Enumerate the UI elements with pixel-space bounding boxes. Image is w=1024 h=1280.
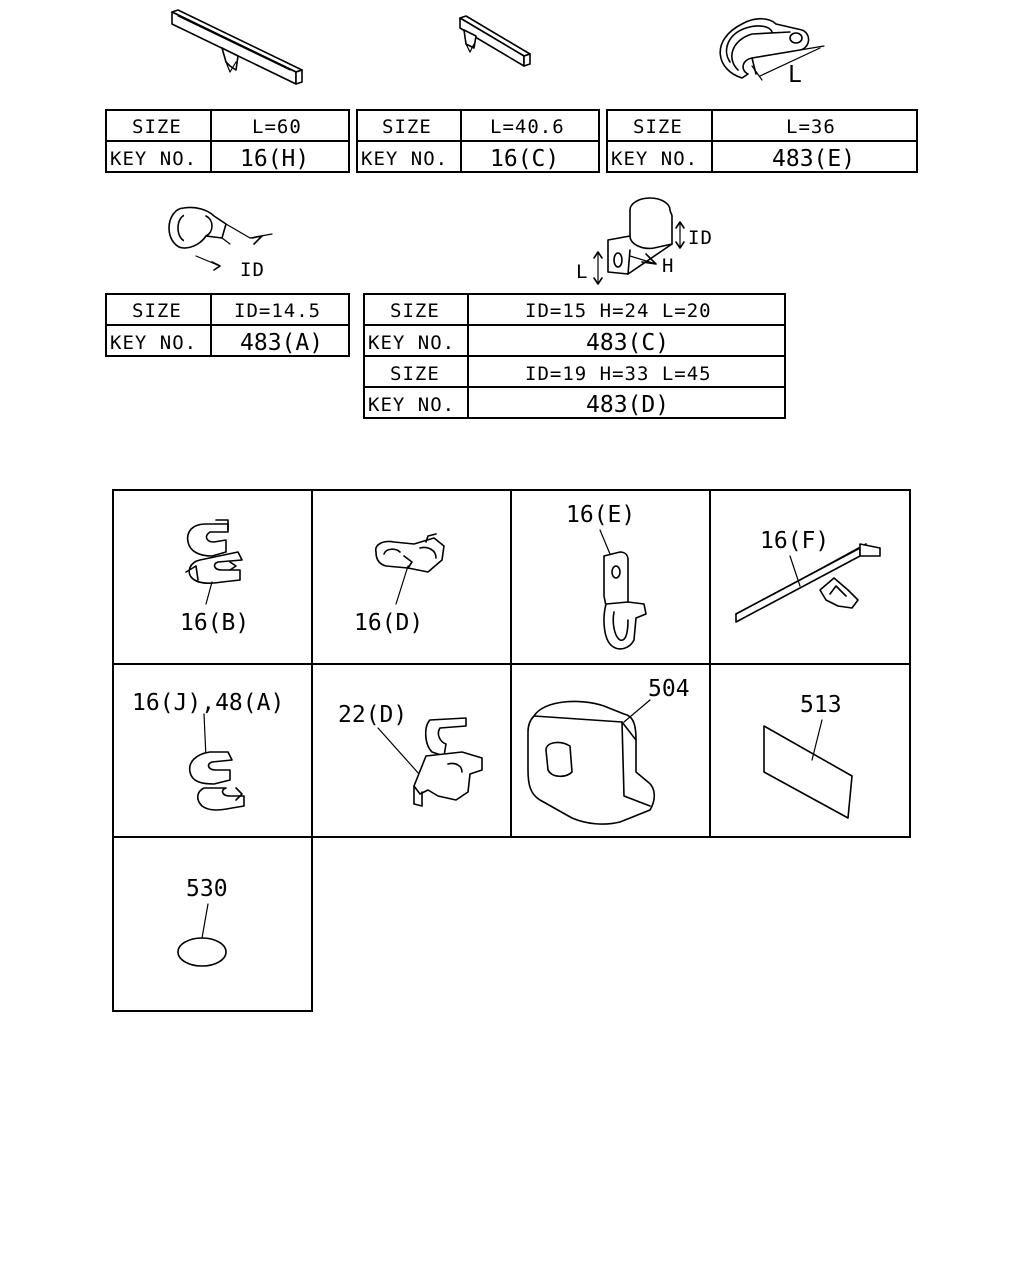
parts-grid — [112, 489, 911, 1012]
table-483cd-key-label-2: KEY NO. — [368, 394, 455, 416]
strap-clip-16c-drawing — [459, 15, 531, 67]
table-16c-key-label: KEY NO. — [361, 148, 448, 170]
clip-16d-drawing — [374, 533, 445, 605]
label-16b: 16(B) — [180, 610, 249, 636]
dim-l-label-483cd: L — [576, 261, 588, 283]
table-483a-key-value: 483(A) — [240, 330, 323, 356]
clamp-483cd-drawing — [593, 197, 685, 285]
table-16h-key-value: 16(H) — [240, 146, 309, 172]
size-table-483cd — [363, 293, 786, 419]
table-483a-size-value: ID=14.5 — [234, 300, 321, 322]
size-table-16c — [356, 109, 600, 173]
folded-clip-483e-drawing — [719, 17, 825, 81]
table-483cd-size-value-2: ID=19 H=33 L=45 — [525, 363, 712, 385]
label-513: 513 — [800, 692, 842, 718]
size-table-16h — [105, 109, 350, 173]
table-483a-size-label: SIZE — [132, 300, 182, 322]
table-483a-key-label: KEY NO. — [110, 332, 197, 354]
table-483e-size-value: L=36 — [786, 116, 836, 138]
table-483cd-size-label-1: SIZE — [390, 300, 440, 322]
strap-clip-16h-drawing — [171, 9, 303, 85]
pad-513-drawing — [763, 719, 853, 819]
label-504: 504 — [648, 676, 690, 702]
cap-504-drawing — [527, 699, 656, 825]
table-483cd-key-value-2: 483(D) — [586, 392, 669, 418]
dim-l-label: L — [788, 62, 802, 88]
clip-16j-48a-drawing — [188, 713, 245, 811]
clip-16e-drawing — [599, 529, 647, 650]
clip-22d-drawing — [377, 717, 483, 807]
seal-530-drawing — [177, 903, 227, 967]
label-22d: 22(D) — [338, 702, 407, 728]
dim-id-label-483cd: ID — [688, 227, 713, 249]
label-16e: 16(E) — [566, 502, 635, 528]
table-483e-key-label: KEY NO. — [611, 148, 698, 170]
clip-16f-drawing — [735, 543, 881, 623]
table-483e-size-label: SIZE — [633, 116, 683, 138]
table-16h-size-value: L=60 — [252, 116, 302, 138]
table-483cd-key-label-1: KEY NO. — [368, 332, 455, 354]
table-483cd-size-value-1: ID=15 H=24 L=20 — [525, 300, 712, 322]
size-table-483a — [105, 293, 350, 357]
table-16c-size-label: SIZE — [382, 116, 432, 138]
dim-id-label-483a: ID — [240, 259, 265, 281]
table-16h-size-label: SIZE — [132, 116, 182, 138]
table-483cd-key-value-1: 483(C) — [586, 330, 669, 356]
table-16c-key-value: 16(C) — [490, 146, 559, 172]
table-16c-size-value: L=40.6 — [490, 116, 565, 138]
label-16f: 16(F) — [760, 528, 829, 554]
size-table-483e — [606, 109, 918, 173]
clamp-483a-drawing — [168, 206, 273, 271]
label-16j-48a: 16(J),48(A) — [132, 690, 284, 716]
label-530: 530 — [186, 876, 228, 902]
table-483cd-size-label-2: SIZE — [390, 363, 440, 385]
label-16d: 16(D) — [354, 610, 423, 636]
dim-h-label-483cd: H — [662, 255, 674, 277]
table-16h-key-label: KEY NO. — [110, 148, 197, 170]
table-483e-key-value: 483(E) — [772, 146, 855, 172]
clip-16b-drawing — [185, 519, 243, 605]
